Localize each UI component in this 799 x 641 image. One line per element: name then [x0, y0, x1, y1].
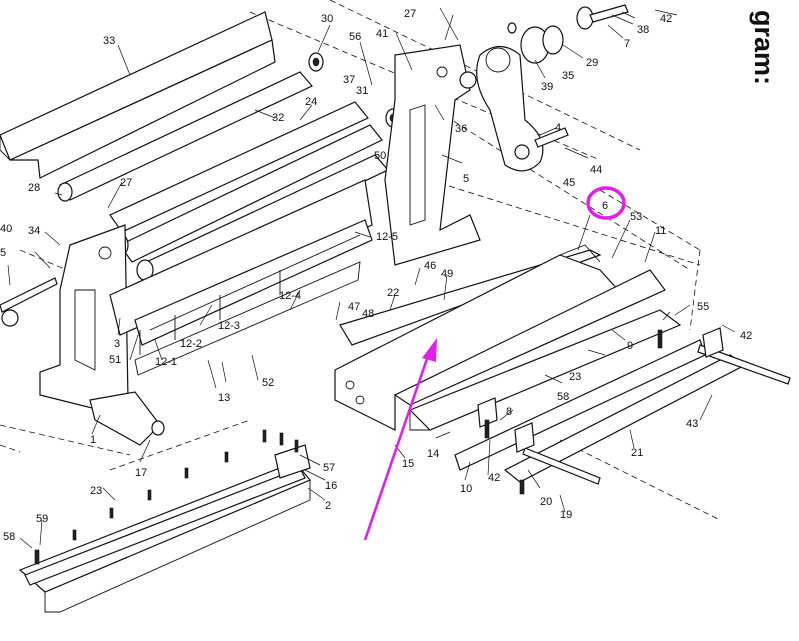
label-34: 34: [28, 225, 40, 237]
label-31: 31: [356, 85, 368, 97]
label-44: 44: [590, 164, 602, 176]
label-32: 32: [272, 112, 284, 124]
pointer-arrow: [363, 338, 437, 541]
roller-32: [57, 71, 313, 202]
label-16: 16: [325, 480, 337, 492]
label-42-top: 42: [660, 13, 672, 25]
label-2: 2: [325, 500, 331, 512]
label-6: 6: [602, 200, 608, 212]
label-22: 22: [387, 287, 399, 299]
label-52: 52: [262, 377, 274, 389]
label-39: 39: [541, 81, 553, 93]
label-53: 53: [630, 211, 642, 223]
label-12-5: 12-5: [376, 231, 398, 243]
label-7: 7: [624, 38, 630, 50]
highlight-circle: [586, 186, 626, 220]
label-1: 1: [90, 434, 96, 446]
assembly-line-right: [429, 179, 721, 521]
bolts: [34, 329, 663, 565]
label-55: 55: [697, 301, 709, 313]
label-37: 37: [343, 74, 355, 86]
label-28: 28: [28, 182, 40, 194]
label-42-right: 42: [740, 330, 752, 342]
label-5-right: 5: [463, 173, 469, 185]
part-labels: 33 30 56 27 41 37 31 24 32 50 27 28 34 4…: [0, 8, 752, 543]
stop-bar-21: [503, 344, 791, 485]
label-10: 10: [460, 483, 472, 495]
label-47: 47: [348, 301, 360, 313]
label-46: 46: [424, 260, 436, 272]
label-12-1: 12-1: [155, 356, 177, 368]
label-38: 38: [637, 24, 649, 36]
bending-leaf-22: [334, 244, 666, 431]
label-58-right: 58: [557, 391, 569, 403]
label-3: 3: [114, 338, 120, 350]
label-12-4: 12-4: [279, 290, 301, 302]
base-plate-2: [18, 444, 311, 613]
gear-assembly-35-39: [507, 4, 629, 64]
label-29: 29: [586, 57, 598, 69]
label-42-bottom: 42: [488, 472, 500, 484]
label-58-left: 58: [3, 531, 15, 543]
assembly-line-left: [0, 249, 251, 471]
label-8: 8: [506, 406, 512, 418]
label-27-left: 27: [120, 177, 132, 189]
label-45: 45: [563, 177, 575, 189]
bolt-40: [0, 277, 58, 327]
label-49: 49: [441, 268, 453, 280]
label-12-3: 12-3: [218, 320, 240, 332]
gear-30: [308, 52, 324, 72]
label-51: 51: [109, 354, 121, 366]
label-23-right: 23: [569, 371, 581, 383]
label-27-top: 27: [404, 8, 416, 20]
lever-arm-4: [476, 45, 569, 172]
label-14: 14: [427, 448, 439, 460]
roller-24: [107, 101, 389, 283]
label-43: 43: [686, 418, 698, 430]
upper-beam-12: [109, 179, 373, 376]
label-48: 48: [362, 308, 374, 320]
label-36: 36: [455, 123, 467, 135]
label-19: 19: [560, 509, 572, 521]
label-41: 41: [376, 28, 388, 40]
label-13: 13: [218, 392, 230, 404]
label-17: 17: [135, 467, 147, 479]
label-59: 59: [36, 513, 48, 525]
label-5-left: 5: [0, 247, 6, 259]
label-12-2: 12-2: [180, 338, 202, 350]
label-9: 9: [627, 340, 633, 352]
label-35: 35: [562, 70, 574, 82]
label-23-left: 23: [90, 485, 102, 497]
label-21: 21: [631, 447, 643, 459]
label-20: 20: [540, 496, 552, 508]
label-33: 33: [103, 35, 115, 47]
leader-lines: [7, 7, 736, 549]
label-56: 56: [349, 31, 361, 43]
label-57: 57: [323, 462, 335, 474]
knob-42: [477, 327, 724, 453]
right-frame-5: [384, 44, 481, 266]
label-11: 11: [655, 225, 666, 237]
label-4: 4: [555, 122, 561, 134]
label-15: 15: [402, 458, 414, 470]
label-40: 40: [0, 223, 12, 235]
label-50: 50: [374, 150, 386, 162]
label-24: 24: [305, 96, 317, 108]
top-cover-33: [0, 11, 276, 179]
label-30: 30: [321, 13, 333, 25]
left-frame-1: [39, 224, 165, 446]
